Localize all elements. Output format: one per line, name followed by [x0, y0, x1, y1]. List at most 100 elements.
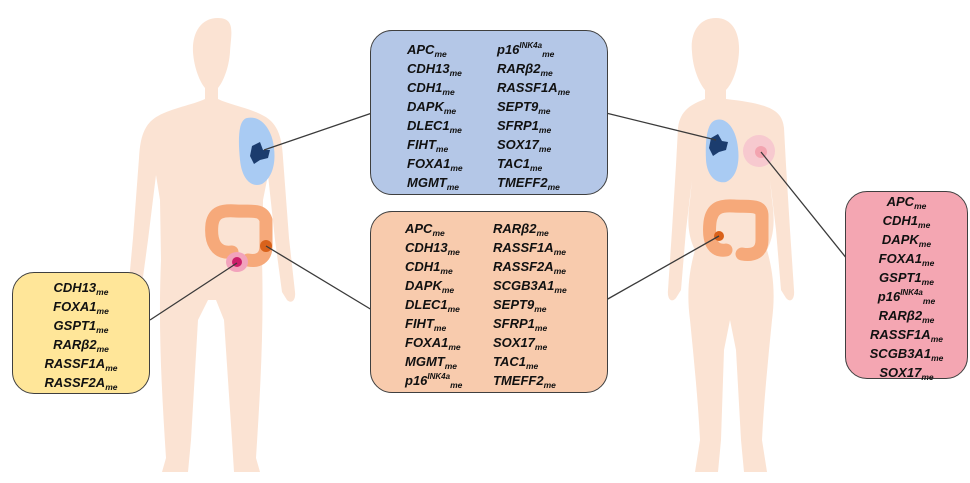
gene-label: SCGB3A1me — [846, 344, 967, 363]
gene-label: RARβ2me — [497, 59, 570, 78]
gene-label: CDH1me — [405, 257, 462, 276]
gene-label: CDH13me — [405, 238, 462, 257]
gene-subscript: me — [923, 296, 935, 306]
gene-subscript: me — [444, 106, 456, 116]
gene-subscript: me — [450, 380, 462, 390]
gene-subscript: me — [539, 125, 551, 135]
gene-symbol: RARβ2 — [493, 221, 536, 236]
gene-label: SEPT9me — [497, 97, 570, 116]
gene-symbol: TAC1 — [497, 156, 530, 171]
gene-symbol: RASSF1A — [870, 327, 931, 342]
gene-symbol: FOXA1 — [53, 299, 96, 314]
gene-label: RASSF2Ame — [493, 257, 567, 276]
gene-symbol: RASSF2A — [45, 375, 106, 390]
gene-symbol: RASSF1A — [493, 240, 554, 255]
gene-subscript: me — [922, 315, 934, 325]
gene-label: CDH1me — [407, 78, 463, 97]
gene-label: CDH1me — [846, 211, 967, 230]
gene-symbol: SOX17 — [879, 365, 921, 380]
gene-symbol: SOX17 — [493, 335, 535, 350]
gene-label: TAC1me — [493, 352, 567, 371]
gene-label: SFRP1me — [497, 116, 570, 135]
gene-symbol: RASSF1A — [45, 356, 106, 371]
gene-label: FOXA1me — [407, 154, 463, 173]
gene-symbol: GSPT1 — [54, 318, 97, 333]
gene-symbol: SCGB3A1 — [493, 278, 554, 293]
gene-symbol: p16 — [878, 289, 900, 304]
gene-label: GSPT1me — [13, 316, 149, 335]
gene-symbol: SFRP1 — [493, 316, 535, 331]
gene-symbol: CDH1 — [405, 259, 440, 274]
gene-label: FIHTme — [405, 314, 462, 333]
gene-subscript: me — [436, 144, 448, 154]
gene-label: APCme — [407, 40, 463, 59]
gene-symbol: MGMT — [405, 354, 445, 369]
gene-symbol: DLEC1 — [407, 118, 450, 133]
gene-symbol: RARβ2 — [497, 61, 540, 76]
gene-subscript: me — [448, 304, 460, 314]
lung-gene-list-right: p16INK4ameRARβ2meRASSF1AmeSEPT9meSFRP1me… — [497, 40, 570, 192]
gene-subscript: me — [554, 285, 566, 295]
gene-label: DAPKme — [407, 97, 463, 116]
gene-label: MGMTme — [407, 173, 463, 192]
gene-label: p16INK4ame — [846, 287, 967, 306]
gene-subscript: me — [97, 306, 109, 316]
gene-symbol: APC — [405, 221, 432, 236]
gene-label: MGMTme — [405, 352, 462, 371]
gene-subscript: me — [526, 361, 538, 371]
gene-label: APCme — [405, 219, 462, 238]
gene-symbol: TAC1 — [493, 354, 526, 369]
gene-subscript: me — [450, 163, 462, 173]
gene-symbol: DLEC1 — [405, 297, 448, 312]
gene-label: DAPKme — [846, 230, 967, 249]
gene-label: FOXA1me — [846, 249, 967, 268]
gene-label: RASSF1Ame — [493, 238, 567, 257]
gene-symbol: FIHT — [405, 316, 434, 331]
gene-symbol: FOXA1 — [405, 335, 448, 350]
gene-subscript: me — [922, 258, 934, 268]
gene-subscript: me — [530, 163, 542, 173]
gene-symbol: RASSF2A — [493, 259, 554, 274]
gene-superscript: INK4a — [427, 372, 450, 381]
gene-symbol: APC — [407, 42, 434, 57]
gene-label: RARβ2me — [846, 306, 967, 325]
gene-subscript: me — [535, 323, 547, 333]
gene-symbol: MGMT — [407, 175, 447, 190]
gene-symbol: SEPT9 — [493, 297, 534, 312]
gene-label: RARβ2me — [13, 335, 149, 354]
gene-subscript: me — [536, 228, 548, 238]
gene-symbol: FIHT — [407, 137, 436, 152]
gene-label: SCGB3A1me — [493, 276, 567, 295]
gene-symbol: CDH13 — [54, 280, 97, 295]
gene-label: SFRP1me — [493, 314, 567, 333]
gene-symbol: RASSF1A — [497, 80, 558, 95]
gene-symbol: GSPT1 — [879, 270, 922, 285]
gene-subscript: me — [442, 87, 454, 97]
gene-label: TMEFF2me — [493, 371, 567, 390]
gene-subscript: me — [921, 372, 933, 382]
prostate-gene-list: CDH13meFOXA1meGSPT1meRARβ2meRASSF1AmeRAS… — [13, 278, 149, 392]
gene-subscript: me — [448, 342, 460, 352]
gene-symbol: SEPT9 — [497, 99, 538, 114]
gene-subscript: me — [538, 106, 550, 116]
gene-label: SOX17me — [846, 363, 967, 382]
gene-subscript: me — [450, 125, 462, 135]
gene-subscript: me — [442, 285, 454, 295]
gene-label: SOX17me — [493, 333, 567, 352]
colon-gene-list-right: RARβ2meRASSF1AmeRASSF2AmeSCGB3A1meSEPT9m… — [493, 219, 567, 390]
gene-subscript: me — [434, 323, 446, 333]
gene-symbol: CDH1 — [883, 213, 918, 228]
gene-symbol: DAPK — [407, 99, 444, 114]
gene-subscript: me — [931, 353, 943, 363]
gene-superscript: INK4a — [519, 41, 542, 50]
gene-label: DLEC1me — [405, 295, 462, 314]
gene-label: RASSF1Ame — [846, 325, 967, 344]
gene-label: FOXA1me — [13, 297, 149, 316]
gene-subscript: me — [554, 247, 566, 257]
gene-subscript: me — [542, 49, 554, 59]
lung-gene-list-left: APCmeCDH13meCDH1meDAPKmeDLEC1meFIHTmeFOX… — [407, 40, 463, 192]
gene-symbol: RARβ2 — [53, 337, 96, 352]
gene-symbol: TMEFF2 — [497, 175, 548, 190]
